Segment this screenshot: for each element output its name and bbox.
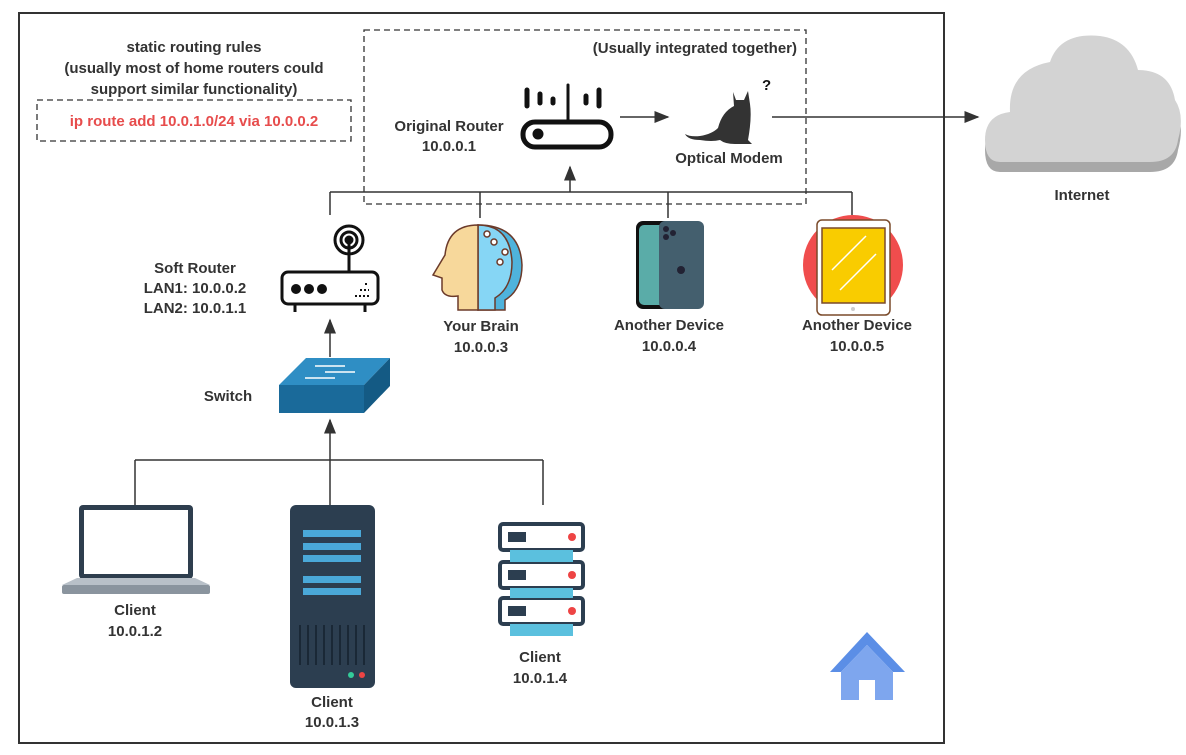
original-router-name: Original Router [394, 118, 504, 135]
cloud-icon [985, 35, 1181, 172]
soft-router-lan1: LAN1: 10.0.0.2 [143, 280, 247, 297]
client-name: Client [311, 694, 353, 711]
command-box [36, 99, 352, 142]
soft-router-icon [280, 224, 380, 312]
router-icon [520, 83, 614, 150]
cat-icon [685, 91, 752, 144]
device-ip: 10.0.0.3 [453, 339, 509, 356]
integrated-note: (Usually integrated together) [592, 40, 797, 57]
device-ip: 10.0.0.5 [829, 338, 885, 355]
question-mark-icon: ? [762, 77, 771, 94]
tablet-icon [803, 215, 903, 316]
brain-head-icon [431, 224, 523, 311]
laptop-icon [62, 505, 210, 594]
device-name: Another Device [801, 317, 913, 334]
original-router-ip: 10.0.0.1 [421, 138, 477, 155]
client-ip: 10.0.1.2 [107, 623, 163, 640]
home-boundary [18, 12, 945, 744]
switch-icon [279, 358, 390, 413]
soft-router-lan2: LAN2: 10.0.1.1 [143, 300, 247, 317]
integrated-box [363, 29, 807, 205]
client-name: Client [114, 602, 156, 619]
client-ip: 10.0.1.4 [512, 670, 568, 687]
device-ip: 10.0.0.4 [641, 338, 697, 355]
switch-label: Switch [203, 388, 253, 405]
server-tower-icon [290, 505, 375, 688]
optical-modem-label: Optical Modem [675, 150, 783, 167]
device-name: Your Brain [443, 318, 519, 335]
connections [134, 111, 980, 505]
internet-label: Internet [1054, 187, 1110, 204]
home-icon [830, 632, 905, 700]
client-name: Client [519, 649, 561, 666]
rack-server-icon [498, 522, 585, 636]
device-name: Another Device [613, 317, 725, 334]
rules-title: static routing rules [126, 39, 262, 56]
soft-router-name: Soft Router [154, 260, 236, 277]
route-command: ip route add 10.0.1.0/24 via 10.0.0.2 [69, 113, 319, 130]
rules-subtitle-2: support similar functionality) [90, 81, 298, 98]
client-ip: 10.0.1.3 [304, 714, 360, 731]
rules-subtitle-1: (usually most of home routers could [64, 60, 324, 77]
phone-icon [636, 221, 704, 309]
